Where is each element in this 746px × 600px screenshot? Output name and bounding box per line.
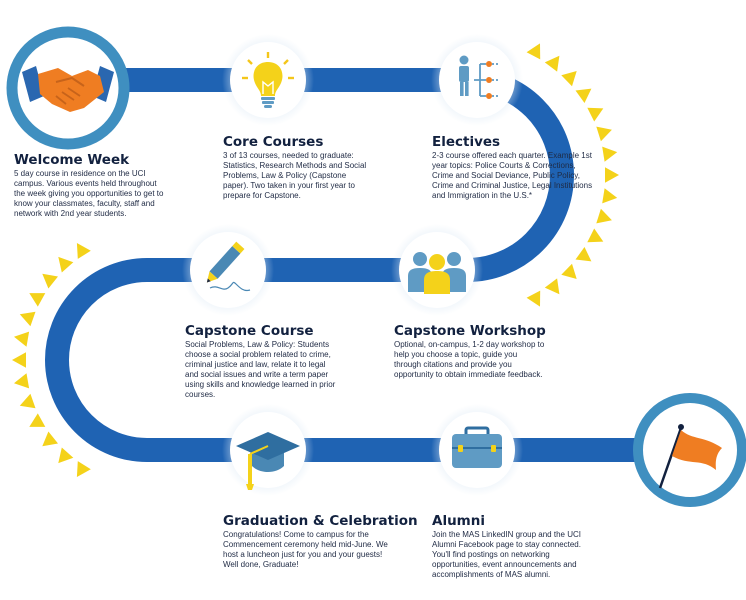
step-title: Capstone Course xyxy=(185,323,314,339)
step-core-courses: Core Courses 3 of 13 courses, needed to … xyxy=(223,134,373,201)
sunburst-ray xyxy=(19,311,36,327)
lightbulb-icon xyxy=(242,52,294,108)
briefcase-icon xyxy=(452,426,502,468)
group-icon xyxy=(408,252,466,294)
capstone-course-node xyxy=(190,232,266,308)
sunburst-ray xyxy=(42,431,58,447)
sunburst-ray xyxy=(19,393,36,409)
step-title: Electives xyxy=(432,134,501,150)
step-description: 2-3 course offered each quarter. Example… xyxy=(432,151,593,200)
sunburst-ray xyxy=(544,55,560,72)
step-description: Social Problems, Law & Policy: Students … xyxy=(185,340,336,399)
sunburst-ray xyxy=(602,188,618,204)
sunburst-rays xyxy=(12,43,619,477)
graduation-cap-icon xyxy=(236,432,300,490)
step-description: 3 of 13 courses, needed to graduate: Sta… xyxy=(223,151,367,200)
sunburst-ray xyxy=(76,243,91,259)
branching-person-icon xyxy=(459,55,500,99)
flag-icon xyxy=(658,424,722,489)
sunburst-ray xyxy=(561,263,577,279)
sunburst-ray xyxy=(602,146,618,162)
step-title: Alumni xyxy=(432,513,485,529)
step-description: Optional, on-campus, 1-2 day workshop to… xyxy=(394,340,545,379)
pencil-icon xyxy=(206,241,251,292)
step-capstone-workshop: Capstone Workshop Optional, on-campus, 1… xyxy=(394,323,546,380)
sunburst-ray xyxy=(14,331,30,347)
sunburst-ray xyxy=(42,273,58,289)
step-alumni: Alumni Join the MAS LinkedIN group and t… xyxy=(432,513,582,580)
step-title: Graduation & Celebration xyxy=(223,513,418,529)
sunburst-ray xyxy=(596,126,612,142)
sunburst-ray xyxy=(544,278,560,295)
sunburst-ray xyxy=(29,293,46,307)
step-description: Congratulations! Come to campus for the … xyxy=(223,530,388,569)
sunburst-ray xyxy=(14,373,30,389)
sunburst-ray xyxy=(596,208,612,224)
sunburst-ray xyxy=(12,352,26,368)
step-title: Core Courses xyxy=(223,134,324,150)
step-graduation: Graduation & Celebration Congratulations… xyxy=(223,513,418,570)
step-welcome-week: Welcome Week 5 day course in residence o… xyxy=(14,152,164,219)
step-capstone-course: Capstone Course Social Problems, Law & P… xyxy=(185,323,337,400)
sunburst-ray xyxy=(587,107,604,122)
sunburst-ray xyxy=(76,461,91,477)
sunburst-ray xyxy=(526,290,541,307)
step-description: 5 day course in residence on the UCI cam… xyxy=(14,169,164,218)
step-electives: Electives 2-3 course offered each quarte… xyxy=(432,134,598,201)
sunburst-ray xyxy=(575,88,592,103)
step-title: Welcome Week xyxy=(14,152,130,168)
sunburst-ray xyxy=(587,228,604,243)
sunburst-ray xyxy=(526,43,541,60)
sunburst-ray xyxy=(605,167,619,183)
step-title: Capstone Workshop xyxy=(394,323,546,339)
sunburst-ray xyxy=(575,247,592,262)
handshake-icon xyxy=(22,66,114,112)
sunburst-ray xyxy=(561,71,577,87)
sunburst-ray xyxy=(58,447,74,464)
sunburst-ray xyxy=(58,256,74,273)
step-description: Join the MAS LinkedIN group and the UCI … xyxy=(432,530,581,579)
sunburst-ray xyxy=(29,413,46,427)
